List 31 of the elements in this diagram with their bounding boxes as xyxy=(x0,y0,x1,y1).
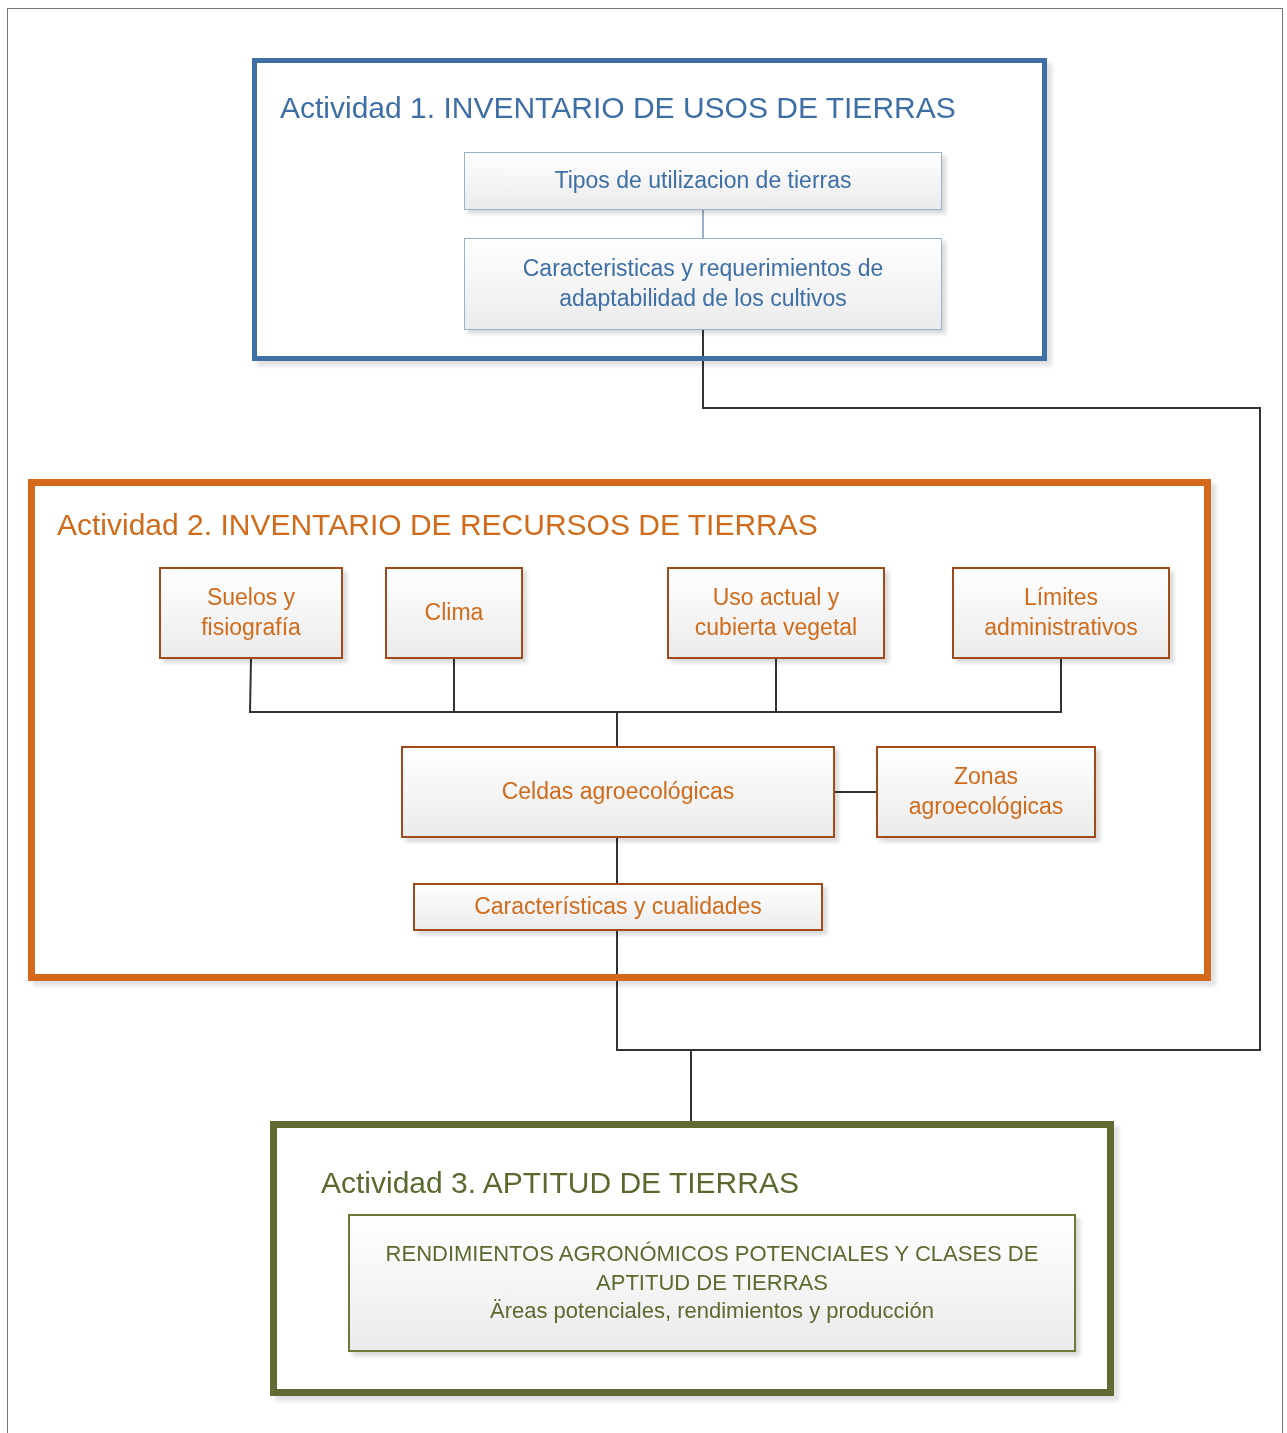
group-heading: Actividad 2. INVENTARIO DE RECURSOS DE TIERRAS xyxy=(57,508,818,542)
box-label: Límites administrativos xyxy=(983,583,1139,642)
box-label: Caracteristicas y requerimientos de adaptabilidad de los cultivos xyxy=(521,254,885,313)
connector-line xyxy=(616,930,692,1122)
box-label: Clima xyxy=(424,598,484,628)
process-box xyxy=(385,567,523,659)
process-box xyxy=(464,152,942,210)
process-box xyxy=(464,238,942,330)
connector-line xyxy=(702,209,704,239)
process-box xyxy=(952,567,1170,659)
connector-line xyxy=(616,837,618,884)
box-label: Características y cualidades xyxy=(474,892,762,922)
box-label: Suelos y fisiografía xyxy=(200,583,302,642)
process-box xyxy=(159,567,343,659)
connector-line xyxy=(834,791,877,793)
box-label: Tipos de utilizacion de tierras xyxy=(554,166,852,196)
box-label: RENDIMIENTOS AGRONÓMICOS POTENCIALES Y CLASES DE APTITUD DE TIERRAS xyxy=(384,1240,1040,1297)
process-box xyxy=(667,567,885,659)
box-label: Zonas agroecológicas xyxy=(907,762,1065,821)
box-label: Uso actual y cubierta vegetal xyxy=(693,583,859,642)
group-frame xyxy=(270,1121,1114,1396)
box-label: Äreas potenciales, rendimientos y producción xyxy=(490,1297,934,1326)
group-frame xyxy=(252,58,1047,361)
group-heading: Actividad 3. APTITUD DE TIERRAS xyxy=(321,1166,799,1200)
process-box xyxy=(401,746,835,838)
box-label: Celdas agroecológicas xyxy=(501,777,735,807)
group-frame xyxy=(28,479,1211,981)
process-box xyxy=(876,746,1096,838)
process-box xyxy=(413,883,823,931)
process-box xyxy=(348,1214,1076,1352)
group-heading: Actividad 1. INVENTARIO DE USOS DE TIERRAS xyxy=(280,91,956,125)
